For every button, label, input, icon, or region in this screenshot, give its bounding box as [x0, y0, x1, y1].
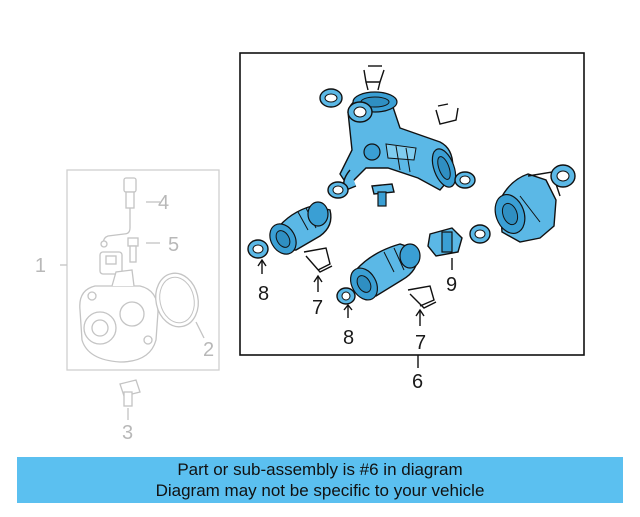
wire-clip-7-left [303, 247, 333, 292]
banner-line-2: Diagram may not be specific to your vehi… [155, 481, 485, 500]
callout-3: 3 [122, 422, 133, 444]
water-pump-group-ghost: 1 2 3 4 5 [35, 169, 220, 444]
callout-6: 6 [412, 371, 423, 393]
callout-2: 2 [203, 339, 214, 361]
coolant-housing-assembly: 8 8 7 7 9 6 [239, 52, 585, 393]
gasket-2-ghost [155, 272, 205, 339]
callout-8-centre: 8 [343, 327, 354, 349]
callout-7-left: 7 [312, 297, 323, 319]
water-pump-ghost [79, 269, 159, 363]
sensor-fitting [427, 227, 463, 270]
group-1-frame [66, 169, 220, 371]
callout-1: 1 [35, 255, 46, 277]
bolt-3-ghost [119, 379, 141, 420]
coolant-outlet-elbow [494, 171, 561, 243]
bolt-5-ghost [127, 237, 160, 263]
info-banner: Part or sub-assembly is #6 in diagram Di… [17, 457, 623, 503]
banner-line-1: Part or sub-assembly is #6 in diagram [177, 460, 463, 479]
temperature-sensor-ghost [99, 177, 160, 275]
o-ring-8-centre [336, 287, 356, 318]
wire-clip-7-centre [407, 285, 437, 326]
coolant-hose-centre [349, 243, 421, 301]
callout-8-left: 8 [258, 283, 269, 305]
housing-bolt [371, 183, 395, 207]
assembly-6-frame [239, 52, 585, 356]
coolant-hose-left [269, 201, 332, 255]
o-ring-8-left [247, 239, 269, 274]
retaining-clip-top [363, 69, 385, 91]
callout-7-centre: 7 [415, 332, 426, 354]
retaining-clip-right [435, 103, 459, 125]
callout-4: 4 [158, 192, 169, 214]
callout-5: 5 [168, 234, 179, 256]
callout-9: 9 [446, 274, 457, 296]
